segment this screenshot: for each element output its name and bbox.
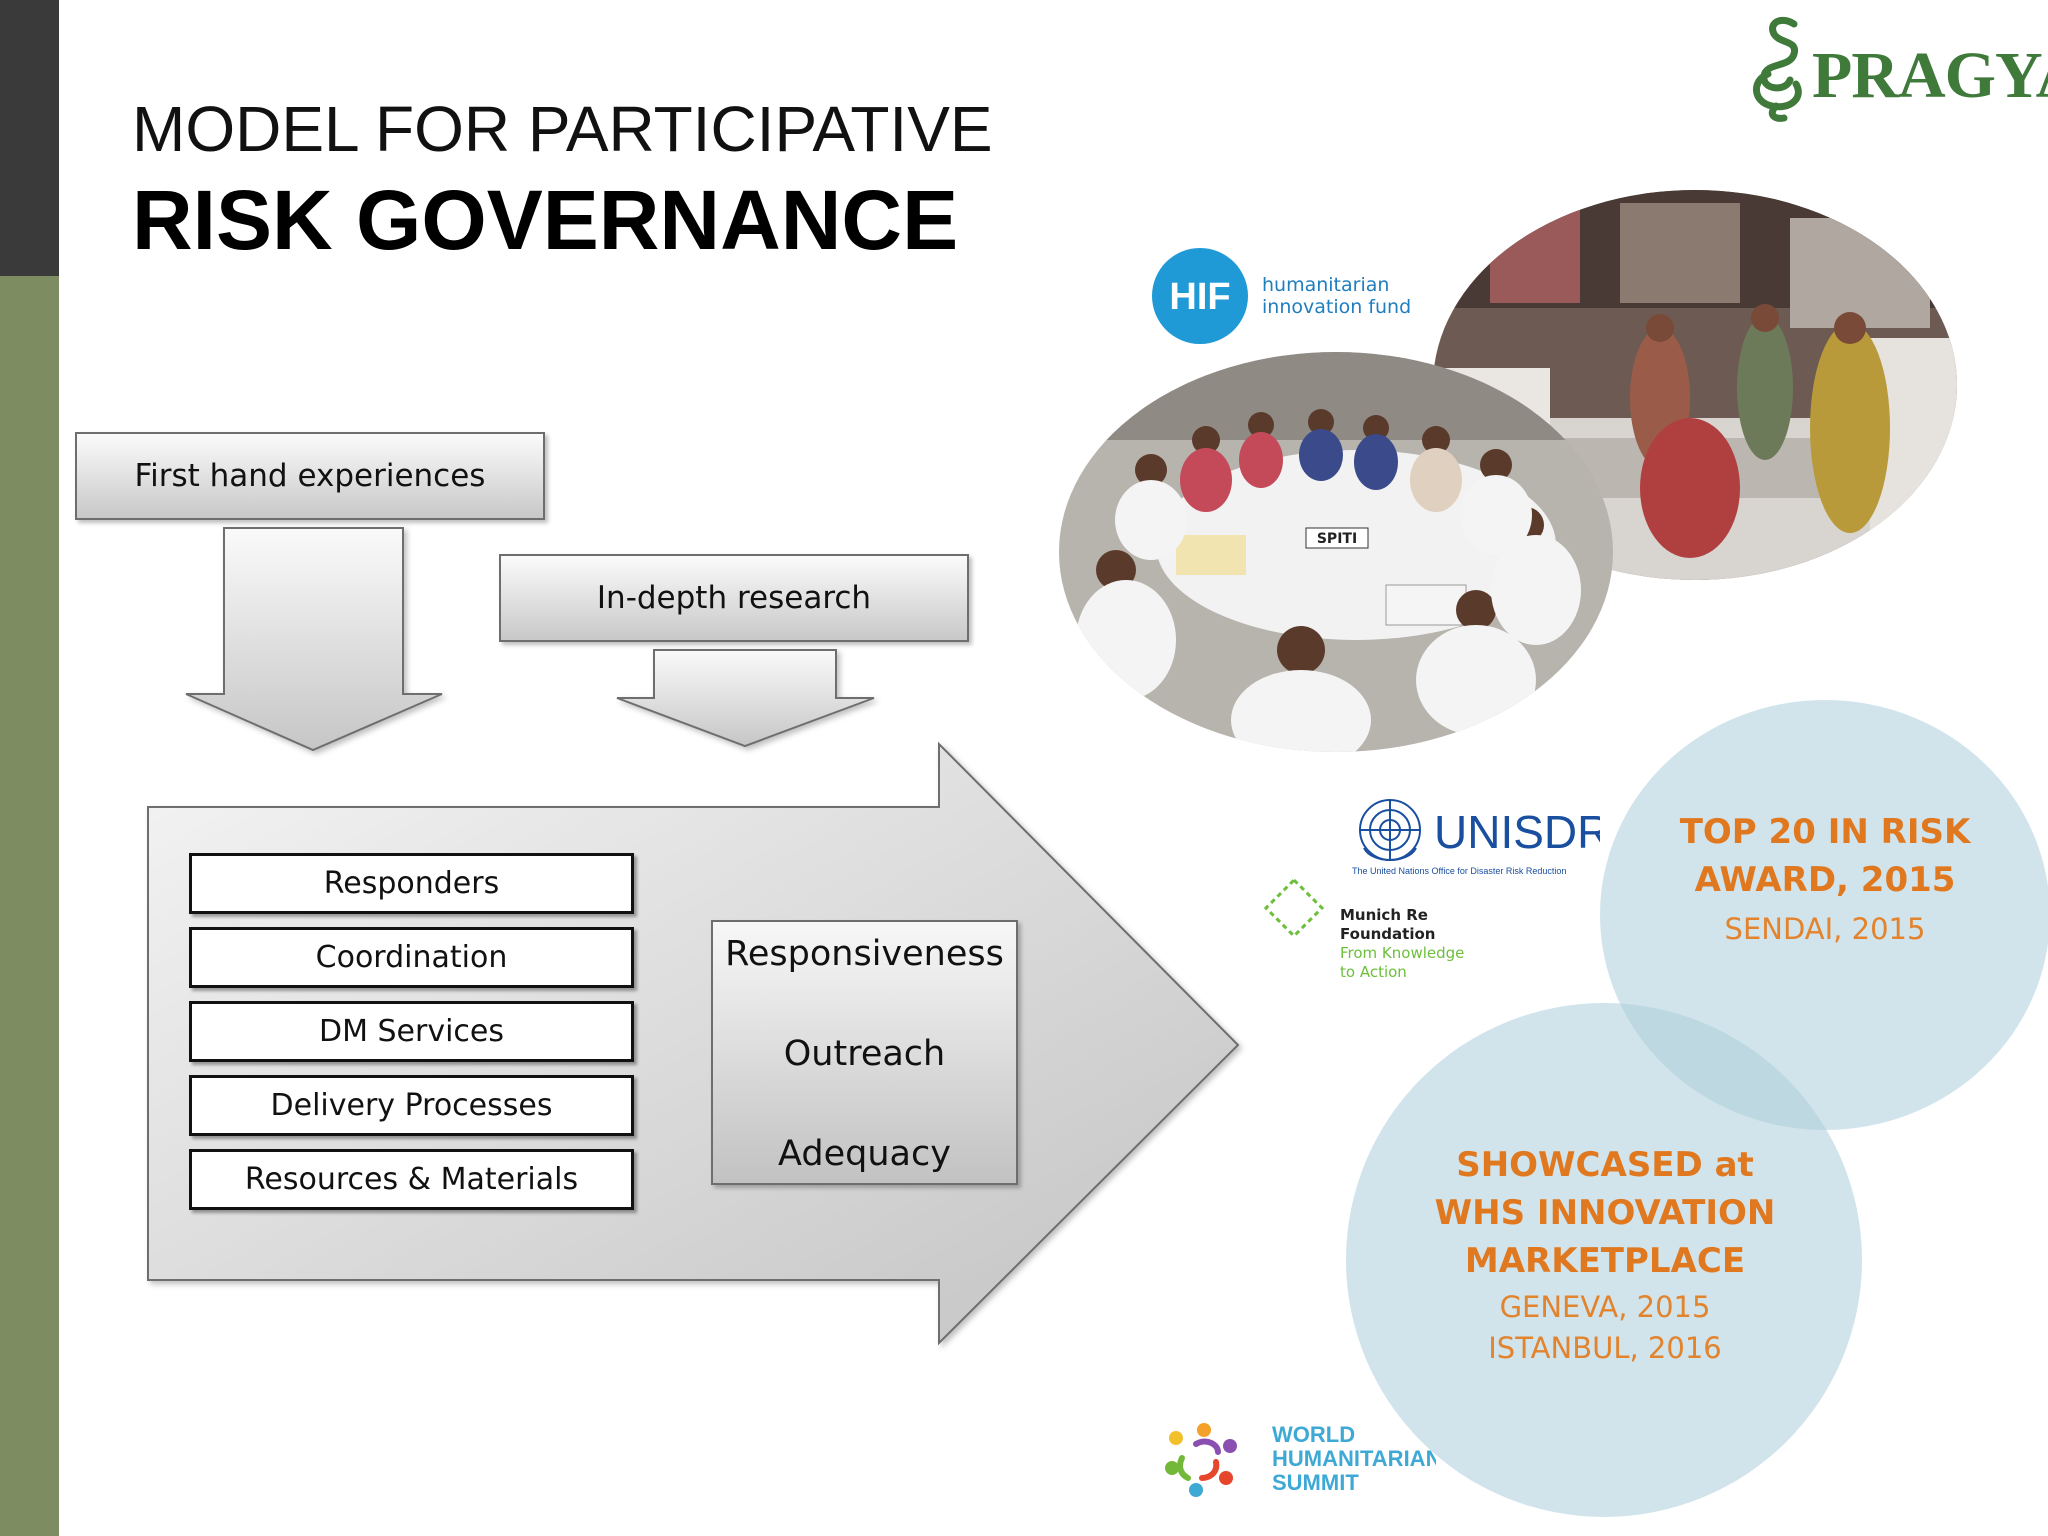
outcome-adequacy: Adequacy xyxy=(713,1134,1016,1174)
component-responders: Responders xyxy=(189,853,634,914)
component-coordination: Coordination xyxy=(189,927,634,988)
hif-abbr: HIF xyxy=(1169,276,1230,318)
award-bottom-line3: MARKETPLACE xyxy=(1400,1241,1810,1281)
component-dm-services: DM Services xyxy=(189,1001,634,1062)
award-bottom-line4: GENEVA, 2015 xyxy=(1400,1290,1810,1324)
hif-line1: humanitarian xyxy=(1262,274,1389,296)
unisdr-subtitle: The United Nations Office for Disaster R… xyxy=(1352,866,1566,876)
whs-line3: SUMMIT xyxy=(1272,1470,1359,1495)
hif-line2: innovation fund xyxy=(1262,296,1410,318)
table-sign-text: SPITI xyxy=(1317,531,1357,547)
unisdr-name: UNISDR xyxy=(1434,806,1600,858)
munich-line2: Foundation xyxy=(1340,925,1435,943)
munich-line1: Munich Re xyxy=(1340,906,1428,924)
munich-line3: From Knowledge xyxy=(1340,944,1464,962)
outcome-responsiveness: Responsiveness xyxy=(713,934,1016,974)
award-bottom-line2: WHS INNOVATION xyxy=(1400,1193,1810,1233)
award-top-line3: SENDAI, 2015 xyxy=(1640,912,2010,946)
whs-line1: WORLD xyxy=(1272,1422,1355,1447)
award-bottom-line5: ISTANBUL, 2016 xyxy=(1400,1331,1810,1365)
whs-line2: HUMANITARIAN xyxy=(1272,1446,1436,1471)
munich-re-logo: Munich Re Foundation From Knowledge to A… xyxy=(1264,878,1484,982)
input-in-depth-research: In-depth research xyxy=(499,554,969,642)
award-bottom-line1: SHOWCASED at xyxy=(1400,1145,1810,1185)
down-arrow-right xyxy=(617,650,874,746)
award-top-line2: AWARD, 2015 xyxy=(1640,860,2010,900)
outcome-outreach: Outreach xyxy=(713,1034,1016,1074)
input-first-hand-experiences: First hand experiences xyxy=(75,432,545,520)
munich-line4: to Action xyxy=(1340,963,1407,981)
hif-logo: HIF humanitarian innovation fund xyxy=(1150,246,1410,346)
component-delivery-processes: Delivery Processes xyxy=(189,1075,634,1136)
award-top-line1: TOP 20 IN RISK xyxy=(1640,812,2010,852)
whs-logo: WORLD HUMANITARIAN SUMMIT xyxy=(1156,1408,1436,1508)
down-arrow-left xyxy=(186,528,442,750)
photo-meeting-table: SPITI xyxy=(1056,350,1616,755)
pragya-wordmark: PRAGYA xyxy=(1812,38,2048,114)
unisdr-logo: UNISDR The United Nations Office for Dis… xyxy=(1350,790,1600,880)
outcomes-box: Responsiveness Outreach Adequacy xyxy=(711,920,1018,1185)
component-resources-materials: Resources & Materials xyxy=(189,1149,634,1210)
